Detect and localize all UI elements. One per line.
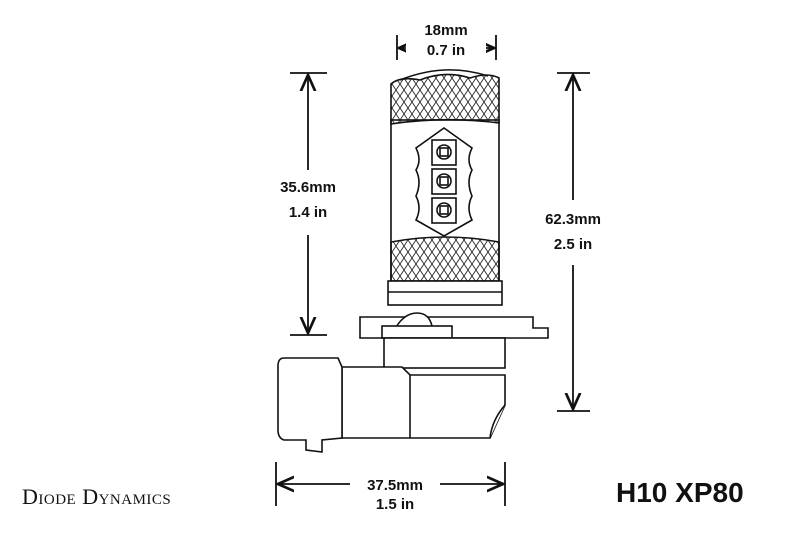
overall-height-mm: 62.3mm (545, 211, 601, 228)
top-width-label: 18mm 0.7 in (406, 21, 486, 61)
model-name: H10 XP80 (616, 477, 744, 508)
base-width-mm: 37.5mm (367, 477, 423, 494)
body-height-label: 35.6mm 1.4 in (266, 178, 350, 223)
dimension-overall-height (557, 72, 590, 412)
top-knurl (390, 73, 500, 125)
base-width-label: 37.5mm 1.5 in (350, 476, 440, 514)
connector (341, 366, 506, 439)
plug (277, 357, 343, 453)
dimension-body-height (290, 72, 327, 336)
neck (383, 337, 506, 369)
led-chips (431, 139, 457, 224)
body-height-in: 1.4 in (288, 204, 328, 221)
body-height-mm: 35.6mm (280, 179, 336, 196)
dimension-base-width (275, 462, 506, 506)
overall-height-label: 62.3mm 2.5 in (530, 210, 616, 255)
brand-logo: Diode Dynamics (22, 484, 172, 509)
top-width-mm: 18mm (424, 22, 468, 39)
collar (387, 280, 503, 306)
base-width-in: 1.5 in (375, 496, 415, 513)
top-width-in: 0.7 in (426, 42, 466, 59)
overall-height-in: 2.5 in (553, 236, 593, 253)
bottom-knurl (390, 236, 500, 282)
